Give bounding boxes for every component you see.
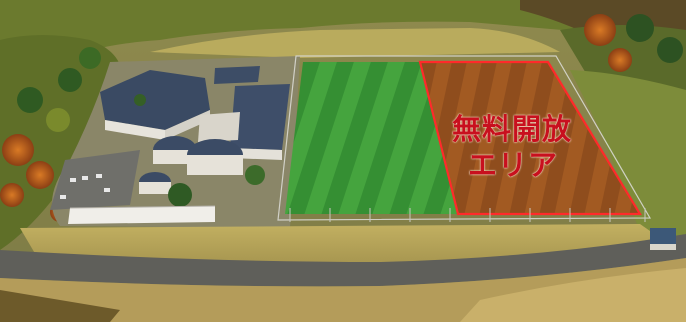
small-building-right xyxy=(650,228,676,250)
green-field xyxy=(285,62,458,214)
free-zone-label-line2: エリア xyxy=(468,148,559,182)
tent-row xyxy=(68,205,216,224)
parked-cars xyxy=(60,174,110,199)
free-zone-area xyxy=(418,60,642,216)
green-trees-compound xyxy=(134,94,265,207)
right-grass xyxy=(570,70,686,250)
parking-lot xyxy=(50,150,140,210)
annex-building xyxy=(198,84,290,160)
autumn-trees-right xyxy=(584,14,683,72)
round-buildings xyxy=(139,136,243,194)
forest-upper xyxy=(0,0,686,70)
autumn-trees-left xyxy=(0,47,101,222)
main-building xyxy=(100,66,260,140)
road xyxy=(0,234,686,287)
fence-posts xyxy=(289,208,646,222)
field-fence xyxy=(277,55,652,221)
riverbank xyxy=(460,268,686,322)
free-zone-label-line1: 無料開放 xyxy=(452,112,573,146)
lower-lawn xyxy=(20,224,660,264)
upper-lawn xyxy=(150,28,560,58)
bottom-shrubs xyxy=(0,290,120,322)
